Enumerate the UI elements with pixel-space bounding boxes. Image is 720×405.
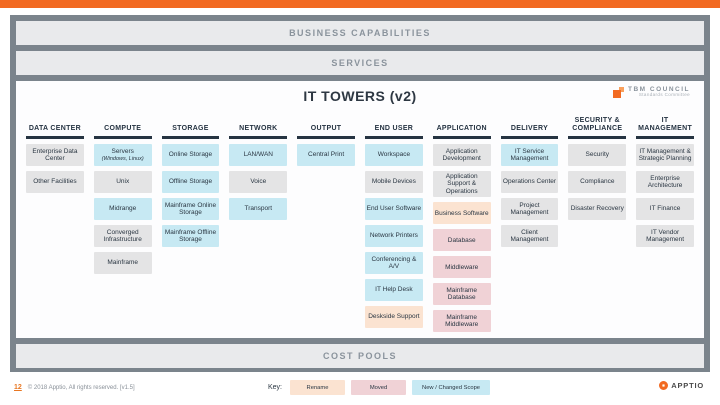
tower-header-network: NETWORK [229, 113, 288, 139]
tower-cell-compliance: Compliance [568, 171, 627, 193]
tower-cell-midrange: Midrange [93, 198, 152, 220]
footer-left: 12 © 2018 Apptio, All rights reserved. [… [14, 384, 135, 391]
tower-cell-end-user-software: End User Software [364, 198, 423, 220]
legend-label: Key: [268, 384, 283, 391]
page-number: 12 [14, 384, 22, 391]
tower-cell-project-management: Project Management [500, 198, 559, 220]
services-label: SERVICES [331, 58, 389, 68]
tbm-council-logo-text: TBM COUNCIL [628, 86, 690, 93]
legend-items: Rename Moved New / Changed Scope [290, 380, 491, 395]
tower-header-end-user: END USER [364, 113, 423, 139]
tower-cell-it-management-strategic-planning: IT Management & Strategic Planning [636, 144, 694, 166]
tower-header-storage: STORAGE [161, 113, 220, 139]
tower-cell-application-development: Application Development [432, 144, 491, 166]
tower-cell-client-management: Client Management [500, 225, 559, 247]
tbm-council-logo-icon [613, 86, 624, 98]
tower-header-application: APPLICATION [432, 113, 491, 139]
cost-pools-band: COST POOLS [16, 344, 704, 369]
tower-column-output: OUTPUT Central Print [297, 113, 355, 332]
tower-cell-business-software: Business Software [432, 202, 491, 225]
tower-cell-enterprise-architecture: Enterprise Architecture [636, 171, 694, 193]
tower-cell-disaster-recovery: Disaster Recovery [568, 198, 627, 220]
tbm-council-logo-subtext: Standards Committee [638, 92, 690, 98]
tower-cell-mobile-devices: Mobile Devices [364, 171, 423, 193]
tower-cell-mainframe-middleware: Mainframe Middleware [432, 310, 491, 333]
top-accent-bar [0, 0, 720, 8]
taxonomy-frame: BUSINESS CAPABILITIES SERVICES IT TOWERS… [10, 15, 710, 372]
legend: Key: Rename Moved New / Changed Scope [268, 380, 491, 395]
title-row: IT TOWERS (v2) TBM COUNCIL Standards Com… [16, 81, 704, 111]
tower-cell-middleware: Middleware [432, 256, 491, 279]
apptio-logo: APPTIO [659, 381, 704, 390]
cost-pools-label: COST POOLS [322, 351, 397, 362]
tower-cell-mainframe: Mainframe [93, 252, 152, 274]
legend-item-rename: Rename [290, 380, 346, 395]
tbm-council-logo: TBM COUNCIL Standards Committee [613, 86, 690, 98]
legend-item-moved: Moved [351, 380, 407, 395]
tower-cell-online-storage: Online Storage [161, 144, 220, 166]
section-title: IT TOWERS (v2) [303, 88, 417, 104]
tower-cell-it-help-desk: IT Help Desk [364, 279, 423, 301]
tower-cell-operations-center: Operations Center [500, 171, 559, 193]
tower-cell-servers: Servers(Windows, Linux) [93, 144, 152, 166]
tower-cell-it-vendor-management: IT Vendor Management [636, 225, 694, 247]
tower-header-security-compliance: SECURITY & COMPLIANCE [568, 113, 627, 139]
tower-cell-it-service-management: IT Service Management [500, 144, 559, 166]
tower-cell-mainframe-online-storage: Mainframe Online Storage [161, 198, 220, 220]
tower-header-it-management: IT MANAGEMENT [636, 113, 694, 139]
tower-cell-mainframe-database: Mainframe Database [432, 283, 491, 306]
tower-cell-converged-infrastructure: Converged Infrastructure [93, 225, 152, 247]
tower-cell-transport: Transport [229, 198, 288, 220]
tower-cell-mainframe-offline-storage: Mainframe Offline Storage [161, 225, 220, 247]
tower-cell-security: Security [568, 144, 627, 166]
business-capabilities-label: BUSINESS CAPABILITIES [289, 28, 431, 38]
tower-cell-it-finance: IT Finance [636, 198, 694, 220]
tower-header-data-center: DATA CENTER [26, 113, 84, 139]
apptio-logo-icon [659, 381, 669, 390]
slide-footer: 12 © 2018 Apptio, All rights reserved. [… [0, 372, 720, 405]
tower-cell-application-support-operations: Application Support & Operations [432, 171, 491, 198]
tower-cell-other-facilities: Other Facilities [26, 171, 84, 193]
tower-cell-conferencing-a-v: Conferencing & A/V [364, 252, 423, 274]
tower-cell-workspace: Workspace [364, 144, 423, 166]
apptio-logo-text: APPTIO [671, 381, 704, 390]
tower-cell-enterprise-data-center: Enterprise Data Center [26, 144, 84, 166]
tower-cell-unix: Unix [93, 171, 152, 193]
business-capabilities-band: BUSINESS CAPABILITIES [16, 21, 704, 45]
tower-cell-lan-wan: LAN/WAN [229, 144, 288, 166]
tower-cell-network-printers: Network Printers [364, 225, 423, 247]
services-band: SERVICES [16, 51, 704, 75]
tower-header-compute: COMPUTE [93, 113, 152, 139]
tower-cell-deskside-support: Deskside Support [364, 306, 423, 328]
copyright-text: © 2018 Apptio, All rights reserved. [v1.… [27, 384, 135, 391]
tower-cell-voice: Voice [229, 171, 288, 193]
tower-cell-database: Database [432, 229, 491, 252]
tower-header-delivery: DELIVERY [500, 113, 559, 139]
tower-cell-central-print: Central Print [297, 144, 355, 166]
legend-item-new-changed-scope: New / Changed Scope [412, 380, 491, 395]
tower-cell-offline-storage: Offline Storage [161, 171, 220, 193]
tower-column-it-management: IT MANAGEMENT IT Management & Strategic P… [636, 113, 694, 332]
it-towers-section: IT TOWERS (v2) TBM COUNCIL Standards Com… [16, 81, 704, 339]
tower-header-output: OUTPUT [297, 113, 355, 139]
